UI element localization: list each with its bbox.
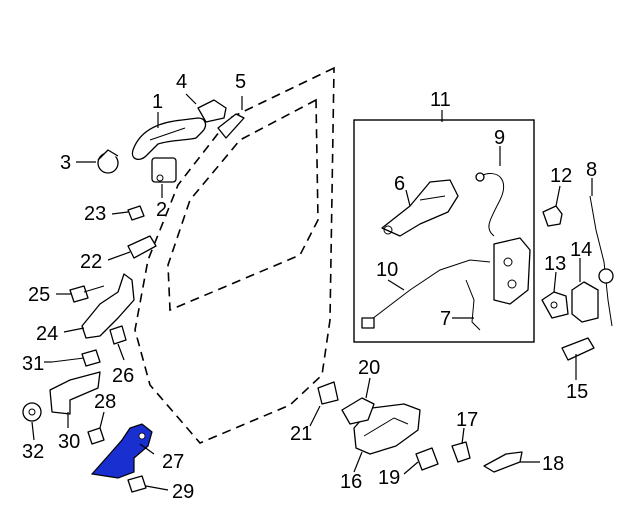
part-29-bolt[interactable] [127,475,147,493]
callout-18: 18 [542,453,564,475]
callout-25: 25 [28,284,50,306]
part-18-trim[interactable] [483,451,523,473]
part-13-bracket[interactable] [541,291,569,319]
callout-15: 15 [566,381,588,403]
callout-6: 6 [394,173,405,195]
callout-12: 12 [550,165,572,187]
callout-8: 8 [586,159,597,181]
part-20-bracket[interactable] [341,397,375,425]
part-17-screw[interactable] [451,441,471,463]
part-30-lower-hinge[interactable] [49,371,101,415]
callout-20: 20 [358,357,380,379]
part-23-bolt[interactable] [127,205,145,221]
part-26-bolt[interactable] [109,325,127,345]
callout-30: 30 [58,431,80,453]
part-6-release-lever[interactable] [381,179,459,237]
callout-27: 27 [162,451,184,473]
callout-7: 7 [440,308,451,330]
leader-lines [31,93,593,491]
callout-32: 32 [22,441,44,463]
callout-1: 1 [152,91,163,113]
callout-9: 9 [494,127,505,149]
part-8-rod[interactable] [589,195,614,327]
part-16-inside-handle[interactable] [353,403,421,455]
part-12-pin[interactable] [542,205,563,227]
callout-5: 5 [235,71,246,93]
part-32-nut[interactable] [22,402,42,422]
callout-16: 16 [340,471,362,493]
part-2-bezel[interactable] [151,157,177,183]
callout-labels: 1 2 3 4 5 6 7 8 9 10 11 12 13 14 15 16 1… [22,71,597,503]
part-1-outside-handle[interactable] [131,117,207,161]
callout-28: 28 [94,391,116,413]
callout-4: 4 [176,71,187,93]
callout-3: 3 [60,152,71,174]
callout-31: 31 [22,353,44,375]
part-15-bolt[interactable] [561,337,595,361]
part-24-upper-hinge[interactable] [81,273,135,339]
part-14-pad[interactable] [571,281,599,323]
part-21-clip[interactable] [317,381,339,405]
lock-assembly-box [353,119,535,343]
door-outline [134,66,335,444]
callout-11: 11 [430,89,451,111]
part-19-cap[interactable] [415,447,439,471]
part-31-bolt[interactable] [51,349,101,367]
callout-29: 29 [172,481,194,503]
part-11-lock-actuator[interactable] [493,237,531,305]
part-3-lock-cylinder[interactable] [97,149,119,174]
part-28-bolt[interactable] [87,427,105,445]
callout-21: 21 [290,423,312,445]
callout-2: 2 [156,199,167,221]
part-4-clip[interactable] [197,99,227,123]
part-5-gasket[interactable] [217,113,245,139]
callout-17: 17 [456,409,478,431]
part-9-cable[interactable] [475,172,505,237]
part-22-hinge-pin[interactable] [127,235,157,259]
callout-14: 14 [570,239,592,261]
callout-13: 13 [544,253,566,275]
part-27-lower-hinge-highlighted[interactable] [90,423,153,479]
part-7-link[interactable] [465,279,481,331]
callout-24: 24 [36,323,58,345]
callout-10: 10 [376,259,398,281]
part-10-rod[interactable] [361,259,491,329]
callout-23: 23 [84,203,106,225]
callout-26: 26 [112,365,134,387]
part-25-bolt[interactable] [69,285,105,303]
callout-22: 22 [80,251,102,273]
callout-19: 19 [378,467,400,489]
